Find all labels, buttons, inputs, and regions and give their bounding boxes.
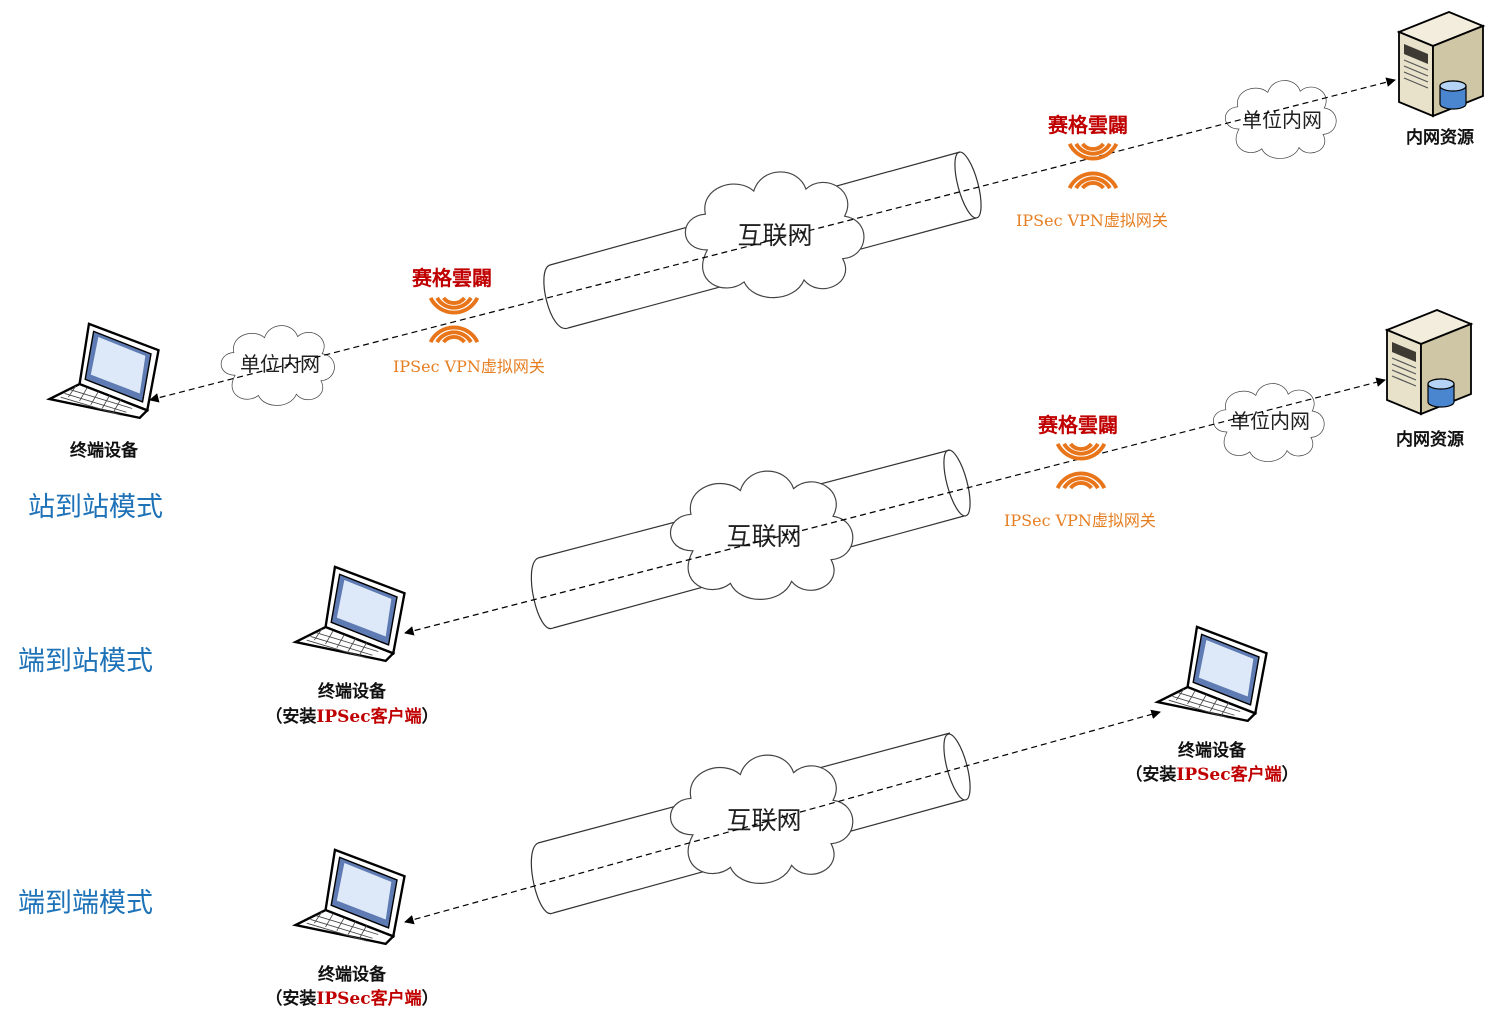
laptop-icon [294,565,406,663]
internet-label: 互联网 [737,221,812,250]
vpn-link [404,377,1386,636]
laptop-icon [48,322,160,420]
mode-site-to-site: 站到站模式 [28,492,163,523]
brand-label: 赛格雲闢 [1047,113,1128,137]
client-note: （安装IPSec客户端） [265,706,438,727]
client-note: （安装IPSec客户端） [265,988,438,1009]
terminal-label: 终端设备 [318,681,387,702]
laptop-icon [294,848,406,946]
laptop-icon [1156,625,1268,723]
terminal-label: 终端设备 [1178,740,1247,761]
intranet-label: 单位内网 [240,352,320,376]
site-to-site-scenario: 互联网 单位内网 单位内网 赛格雲闢 IPSec VPN虚拟网关 赛格雲闢 IP… [28,11,1484,523]
client-to-site-scenario: 互联网 单位内网 赛格雲闢 IPSec VPN虚拟网关 终端设备 （安装IPSe… [18,309,1472,727]
server-icon [1398,11,1484,117]
gateway: 赛格雲闢 IPSec VPN虚拟网关 [1004,413,1156,530]
client-note: （安装IPSec客户端） [1125,764,1298,785]
server-icon [1386,309,1472,415]
terminal-label: 终端设备 [70,440,139,461]
mode-client-to-client: 端到端模式 [18,888,153,919]
brand-label: 赛格雲闢 [1037,413,1118,437]
brand-label: 赛格雲闢 [411,266,492,290]
resource-label: 内网资源 [1396,429,1464,450]
vpn-link [404,709,1161,925]
intranet-label: 单位内网 [1230,409,1310,433]
gateway-label: IPSec VPN虚拟网关 [393,357,545,376]
gateway-right: 赛格雲闢 IPSec VPN虚拟网关 [1016,113,1168,230]
gateway-label: IPSec VPN虚拟网关 [1004,511,1156,530]
internet-label: 互联网 [726,806,801,835]
gateway-left: 赛格雲闢 IPSec VPN虚拟网关 [393,266,545,376]
gateway-logo-icon [1070,144,1117,188]
mode-client-to-site: 端到站模式 [18,646,153,677]
intranet-label: 单位内网 [1242,108,1322,132]
resource-label: 内网资源 [1406,127,1474,148]
gateway-logo-icon [1058,444,1105,488]
vpn-link [149,77,1396,403]
client-to-client-scenario: 互联网 终端设备 （安装IPSec客户端） 终端设备 （安装IPSec客户端） … [18,625,1299,1009]
terminal-label: 终端设备 [318,964,387,985]
gateway-logo-icon [431,298,478,342]
gateway-label: IPSec VPN虚拟网关 [1016,211,1168,230]
